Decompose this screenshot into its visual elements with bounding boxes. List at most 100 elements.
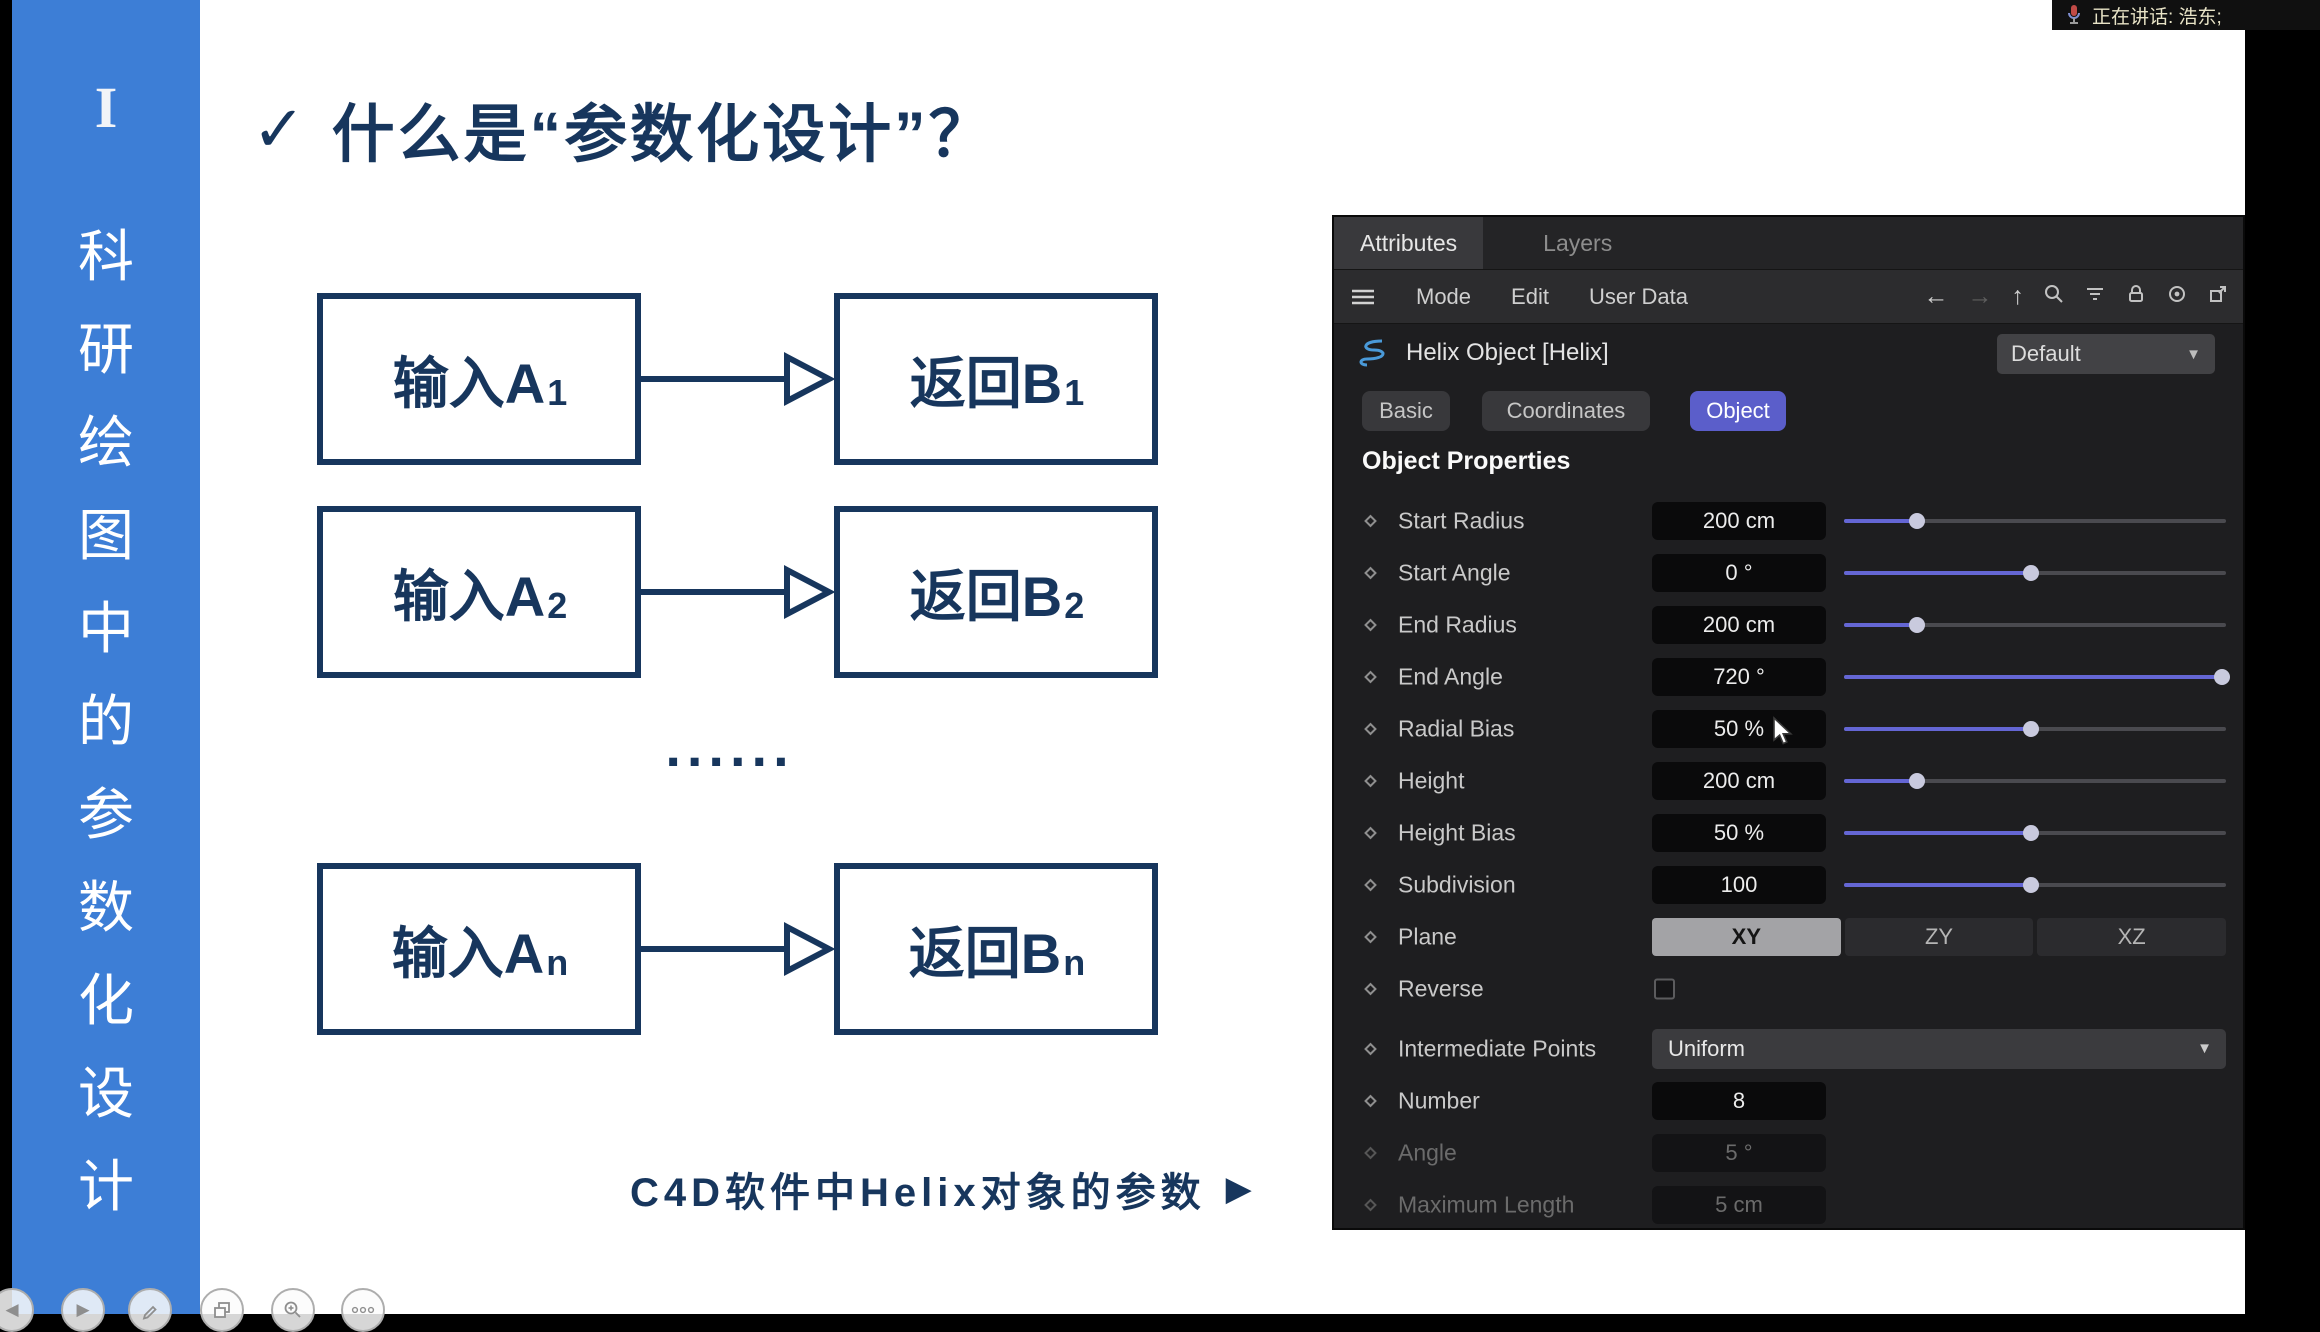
property-label: Radial Bias: [1398, 715, 1515, 742]
output-label: 返回B: [909, 351, 1063, 415]
slider-handle[interactable]: [1908, 773, 1925, 789]
property-label: Subdivision: [1398, 871, 1516, 898]
sidebar-char: 研: [78, 320, 134, 382]
property-label: Maximum Length: [1398, 1191, 1575, 1218]
property-value-field[interactable]: 50 %: [1652, 814, 1826, 852]
back-icon[interactable]: ←: [1923, 282, 1949, 310]
sidebar-vertical-title: 科 研 绘 图 中 的 参 数 化 设 计: [12, 228, 200, 1251]
plane-xz-button[interactable]: XZ: [2037, 918, 2227, 956]
input-subscript: n: [546, 942, 569, 983]
panel-tab-bar: Attributes Layers: [1334, 217, 2243, 270]
tab-object[interactable]: Object: [1690, 391, 1786, 431]
property-label: Angle: [1398, 1139, 1457, 1166]
output-subscript: 2: [1064, 585, 1085, 626]
property-slider[interactable]: [1844, 755, 2226, 807]
preset-dropdown[interactable]: Default ▼: [1997, 334, 2215, 374]
input-subscript: 1: [547, 372, 568, 413]
slider-handle[interactable]: [2023, 565, 2040, 581]
next-icon: ▶: [76, 1300, 90, 1319]
caption-text: C4D软件中Helix对象的参数: [630, 1171, 1206, 1215]
property-row-reverse: Reverse: [1334, 963, 2243, 1015]
helix-icon: [1354, 336, 1390, 370]
property-label: End Radius: [1398, 611, 1517, 638]
property-row-plane: Plane XY ZY XZ: [1334, 911, 2243, 963]
output-subscript: 1: [1064, 372, 1085, 413]
property-value-field[interactable]: 8: [1652, 1082, 1826, 1120]
sidebar-char: 中: [78, 599, 134, 661]
tab-basic[interactable]: Basic: [1362, 391, 1450, 431]
plane-xy-button[interactable]: XY: [1652, 918, 1841, 956]
plane-zy-button[interactable]: ZY: [1844, 918, 2034, 956]
property-slider[interactable]: [1844, 599, 2226, 651]
target-icon[interactable]: [2166, 283, 2188, 310]
slider-handle[interactable]: [2214, 669, 2231, 685]
diamond-icon: [1364, 878, 1377, 892]
sidebar-char: 参: [78, 785, 134, 847]
property-value-field[interactable]: 100: [1652, 866, 1826, 904]
lock-icon[interactable]: [2125, 283, 2147, 310]
tab-layers[interactable]: Layers: [1543, 229, 1613, 256]
more-button[interactable]: [341, 1288, 385, 1332]
sidebar-char: 设: [78, 1064, 134, 1126]
filter-icon[interactable]: [2084, 283, 2106, 310]
continuation-dots: ......: [665, 715, 795, 778]
property-slider[interactable]: [1844, 703, 2226, 755]
slide-title-row: ✓ 什么是“参数化设计”？: [252, 84, 995, 175]
diamond-icon: [1364, 722, 1377, 736]
menu-edit[interactable]: Edit: [1511, 283, 1549, 309]
property-row-subdivision: Subdivision 100: [1334, 859, 2243, 911]
diamond-icon: [1364, 826, 1377, 840]
property-slider[interactable]: [1844, 495, 2226, 547]
property-list: Start Radius 200 cm Start Angle 0 ° End …: [1334, 495, 2243, 1231]
preset-value: Default: [2011, 341, 2081, 366]
section-tab-row: Basic Coordinates Object: [1334, 389, 2243, 435]
property-value-field[interactable]: 720 °: [1652, 658, 1826, 696]
intermediate-points-dropdown[interactable]: Uniform ▼: [1652, 1029, 2226, 1069]
expand-icon[interactable]: [2207, 283, 2229, 310]
property-value-field[interactable]: 50 %: [1652, 710, 1826, 748]
slider-handle[interactable]: [1908, 513, 1925, 529]
up-arrow-icon[interactable]: ↑: [2011, 282, 2025, 310]
property-value-field[interactable]: 0 °: [1652, 554, 1826, 592]
slider-handle[interactable]: [2023, 721, 2040, 737]
next-slide-button[interactable]: ▶: [61, 1288, 105, 1332]
dropdown-value: Uniform: [1668, 1036, 1746, 1061]
hamburger-icon[interactable]: [1350, 286, 1376, 308]
sidebar-char: 图: [78, 506, 134, 568]
slider-handle[interactable]: [1908, 617, 1925, 633]
object-header-row: Helix Object [Helix] Default ▼: [1334, 325, 2243, 381]
tab-attributes[interactable]: Attributes: [1334, 217, 1484, 269]
property-label: Height: [1398, 767, 1465, 794]
slides-button[interactable]: [200, 1288, 244, 1332]
property-value-field[interactable]: 200 cm: [1652, 502, 1826, 540]
menu-mode[interactable]: Mode: [1416, 283, 1472, 309]
search-icon[interactable]: [2043, 283, 2065, 310]
property-label: Start Radius: [1398, 507, 1525, 534]
pen-button[interactable]: [128, 1288, 172, 1332]
property-value-field[interactable]: 200 cm: [1652, 762, 1826, 800]
property-value-field[interactable]: 200 cm: [1652, 606, 1826, 644]
property-value-field: 5 °: [1652, 1134, 1826, 1172]
tab-coordinates[interactable]: Coordinates: [1482, 391, 1650, 431]
slides-icon: [214, 1302, 230, 1318]
menu-user-data[interactable]: User Data: [1588, 283, 1689, 309]
property-slider[interactable]: [1844, 859, 2226, 911]
output-label: 返回B: [909, 564, 1063, 628]
diamond-icon: [1364, 566, 1377, 580]
property-slider[interactable]: [1844, 651, 2231, 703]
reverse-checkbox[interactable]: [1654, 978, 1675, 1000]
slider-handle[interactable]: [2023, 825, 2040, 841]
zoom-button[interactable]: [271, 1288, 315, 1332]
property-slider[interactable]: [1844, 547, 2226, 599]
property-slider[interactable]: [1844, 807, 2226, 859]
sidebar-char: 的: [78, 692, 134, 754]
slider-handle[interactable]: [2023, 877, 2040, 893]
property-row-height: Height 200 cm: [1334, 755, 2243, 807]
forward-icon[interactable]: →: [1967, 282, 1993, 310]
